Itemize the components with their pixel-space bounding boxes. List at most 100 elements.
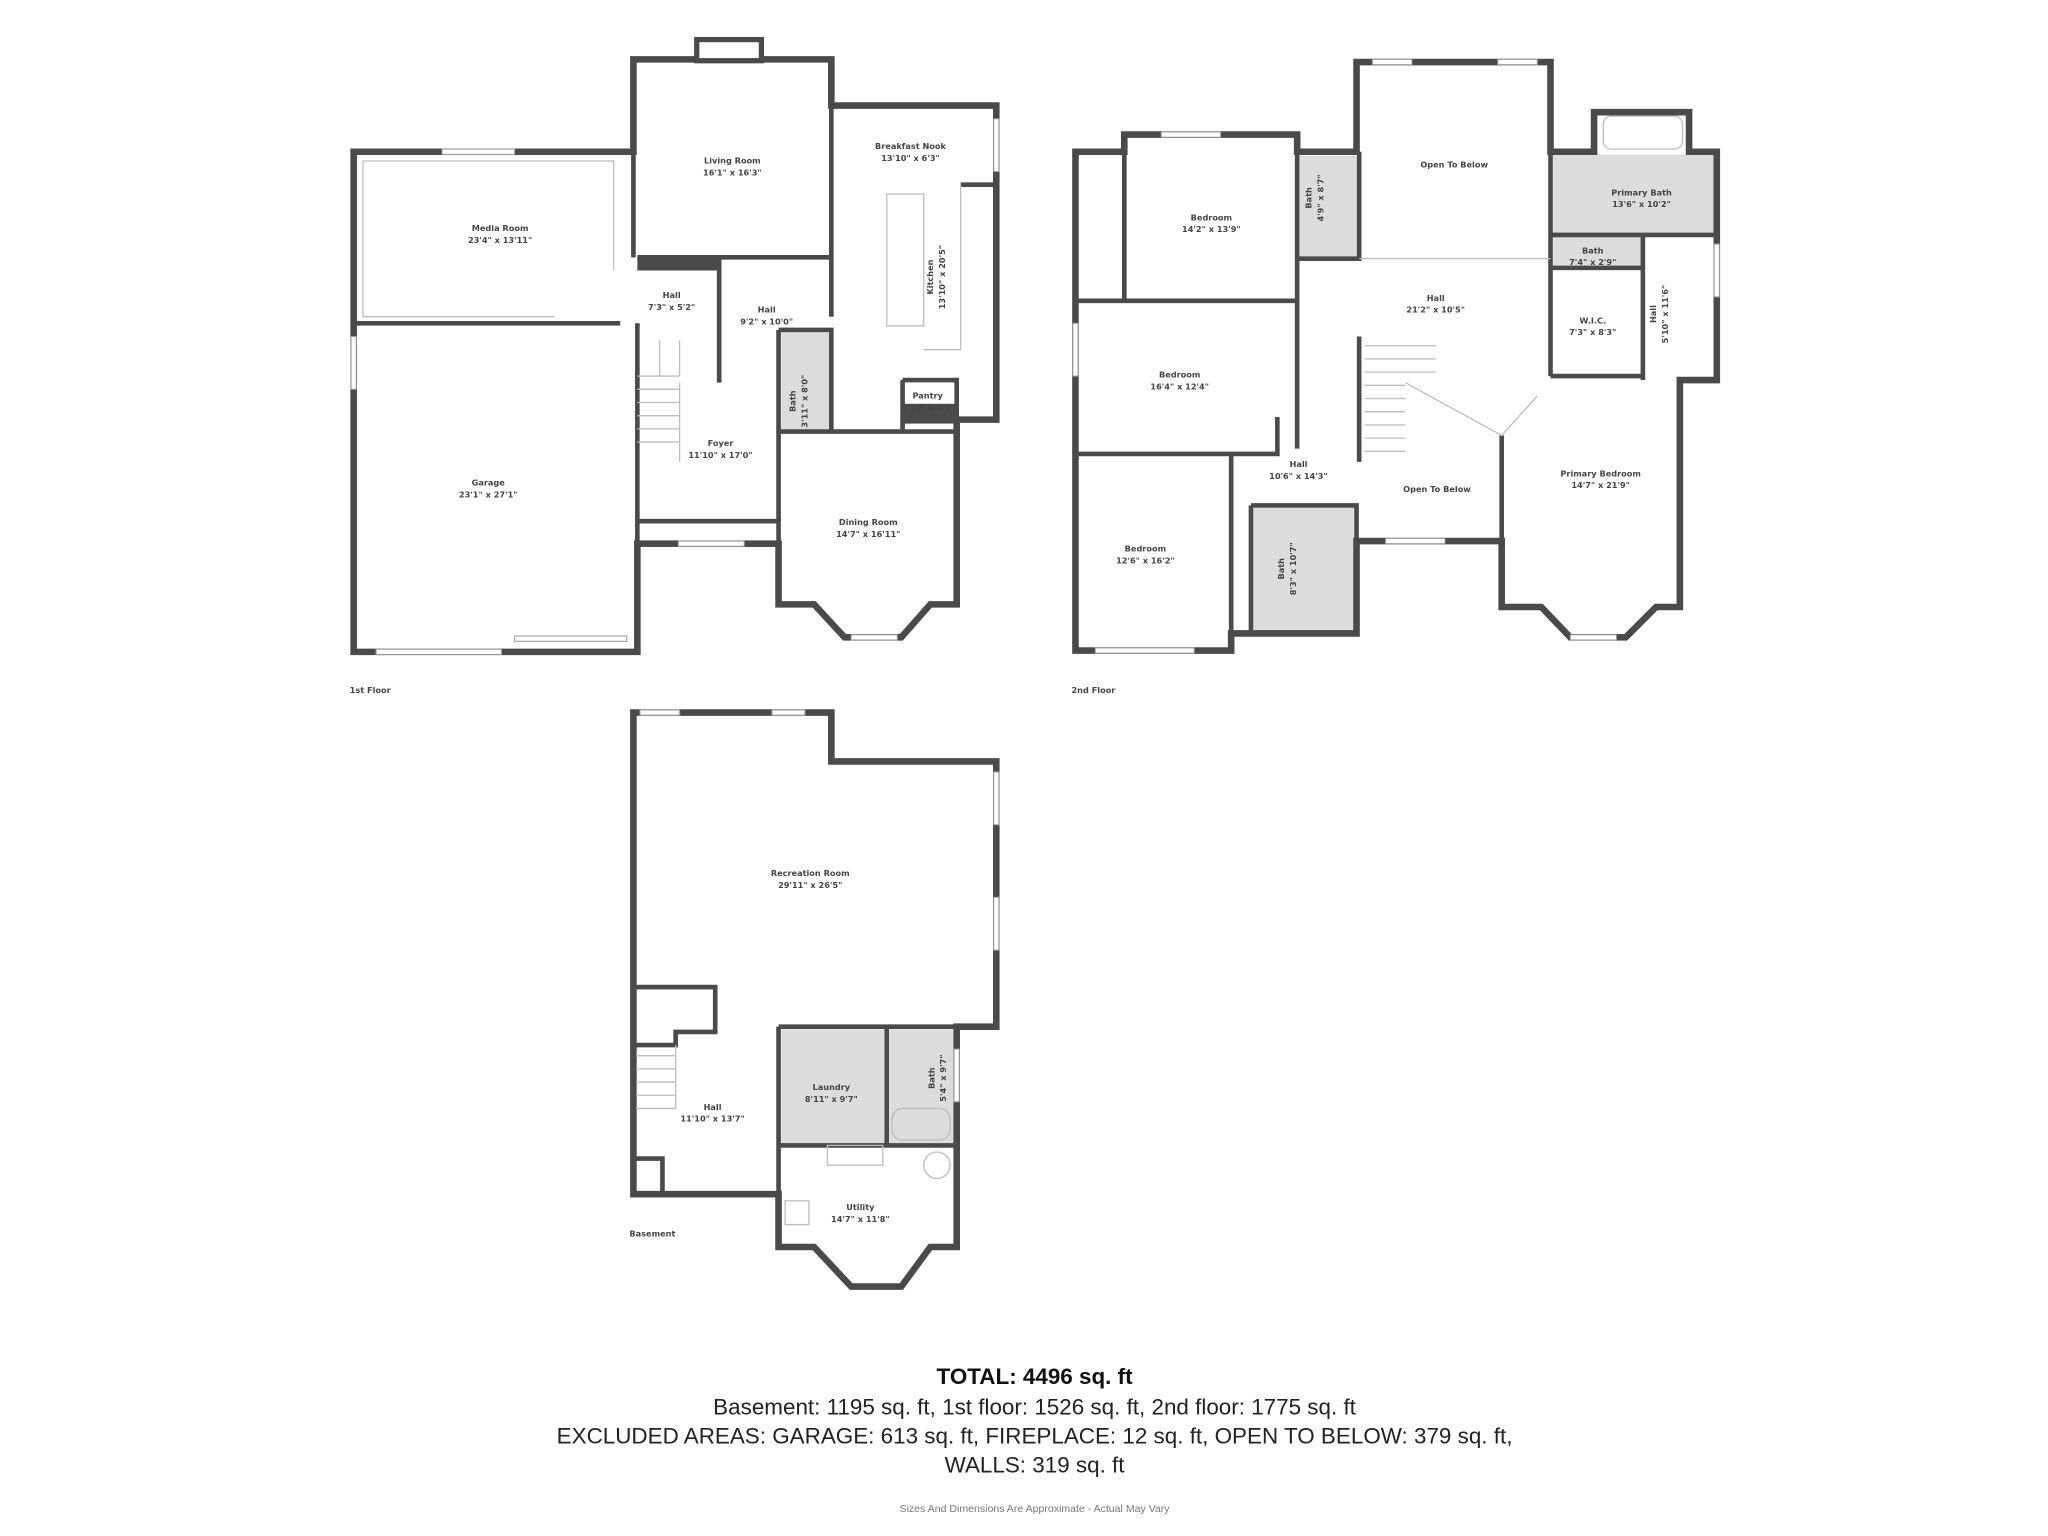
window [1160,131,1222,138]
wall-block [637,257,720,271]
room-name: Living Room [704,156,761,166]
bath-fill [1253,508,1354,633]
basement-plan: Recreation Room 29'11" x 26'5" Laundry 8… [629,709,1000,1290]
room-dims: 7'3" x 5'2" [648,302,695,312]
room-dims: 14'2" x 13'9" [1182,224,1241,234]
fixture [784,1200,810,1226]
room-name: Foyer [708,438,734,448]
basement-outline [630,709,1000,1290]
room-dims: 14'7" x 21'9" [1571,480,1630,490]
room-dims: 16'4" x 12'4" [1150,381,1209,391]
room-dims: 8'3" x 10'7" [1288,542,1298,595]
window [1371,58,1413,66]
window [375,648,502,656]
room-name: Bath [788,390,798,412]
room-dims: 13'10" x 6'3" [881,153,940,163]
room-name: Hall [704,1102,722,1112]
kitchen-island [886,193,925,327]
room-name: Bedroom [1159,369,1200,379]
fireplace [694,36,765,64]
room-name: Hall [758,305,776,315]
second-floor-outline [1072,58,1721,654]
excluded-areas: EXCLUDED AREAS: GARAGE: 613 sq. ft, FIRE… [557,1424,1513,1449]
room-name: Recreation Room [771,868,850,878]
room-name: Utility [846,1202,875,1212]
window [771,709,806,716]
window [850,634,898,641]
window [514,635,628,642]
room-dims: 29'11" x 26'5" [778,880,842,890]
stairs [637,340,681,462]
window [993,118,1000,173]
room-dims: 11'10" x 13'7" [680,1114,744,1124]
primary-bath-fill [1553,154,1716,234]
laundry-fill [781,1029,887,1145]
pantry-fill [902,403,956,424]
window [1497,58,1538,66]
room-name: Bath [1304,187,1314,209]
room-name: Open To Below [1403,484,1471,494]
bath-fill [1299,155,1360,259]
disclaimer: Sizes And Dimensions Are Approximate - A… [900,1503,1171,1515]
excluded-areas-cont: WALLS: 319 sq. ft [945,1453,1126,1478]
second-floor-plan: Bedroom 14'2" x 13'9" Bath 4'9" x 8'7" O… [1072,58,1721,695]
floor-label: 2nd Floor [1072,685,1116,695]
window [1385,537,1446,545]
room-name: Hall [663,290,681,300]
media-inner [362,160,615,318]
room-name: Breakfast Nook [875,141,947,151]
bath-fill [889,1029,956,1145]
area-summary: TOTAL: 4496 sq. ft Basement: 1195 sq. ft… [557,1364,1513,1515]
window [441,148,516,155]
bathtub [891,1107,951,1141]
room-name: Garage [472,478,506,488]
room-name: Primary Bath [1611,187,1672,197]
window [993,896,1000,951]
room-dims: 9'2" x 10'0" [740,317,793,327]
water-heater [923,1151,951,1180]
room-name: Laundry [813,1082,851,1092]
first-floor-plan: Living Room 16'1" x 16'3" Breakfast Nook… [350,36,1000,695]
room-name: Hall [1289,459,1307,469]
room-name: Bath [926,1067,936,1089]
window [1713,243,1720,298]
total-area: TOTAL: 4496 sq. ft [937,1364,1134,1389]
first-floor-outline [350,56,1000,656]
room-name: Bedroom [1125,544,1166,554]
room-dims: 5'4" x 9'7" [938,1054,948,1101]
room-name: Bedroom [1191,212,1232,222]
bathtub [1602,115,1684,150]
room-dims: 12'6" x 16'2" [1116,555,1175,565]
room-dims: 7'4" x 2'9" [1569,257,1616,267]
room-name: Media Room [472,223,529,233]
room-dims: 21'2" x 10'5" [1406,305,1465,315]
room-dims: 13'10" x 20'5" [937,245,947,309]
window [639,709,681,716]
kitchen-counter [923,184,962,351]
open-to-below-rail [1359,257,1551,437]
room-name: Kitchen [925,259,935,294]
window [677,540,745,547]
room-dims: 14'7" x 11'8" [831,1214,890,1224]
fixture [826,1144,884,1166]
room-dims: 14'7" x 16'11" [836,529,900,539]
bath-fill [1553,236,1642,268]
window [1569,634,1618,641]
room-dims: 8'11" x 9'7" [805,1094,858,1104]
room-name: Hall [1648,305,1658,323]
room-dims: 4'9" x 8'7" [1316,174,1326,221]
room-dims: 3'10" x 3'2" [901,402,954,412]
window [1094,647,1195,654]
window [953,1048,960,1103]
window [350,335,357,390]
room-name: W.I.C. [1579,315,1606,325]
room-name: Primary Bedroom [1560,468,1640,478]
room-dims: 16'1" x 16'3" [703,168,762,178]
stairs [636,1045,677,1110]
room-dims: 13'6" x 10'2" [1612,199,1671,209]
window [1072,322,1079,377]
room-name: Pantry [912,391,943,401]
window [993,771,1000,826]
floor-label: 1st Floor [350,685,391,695]
